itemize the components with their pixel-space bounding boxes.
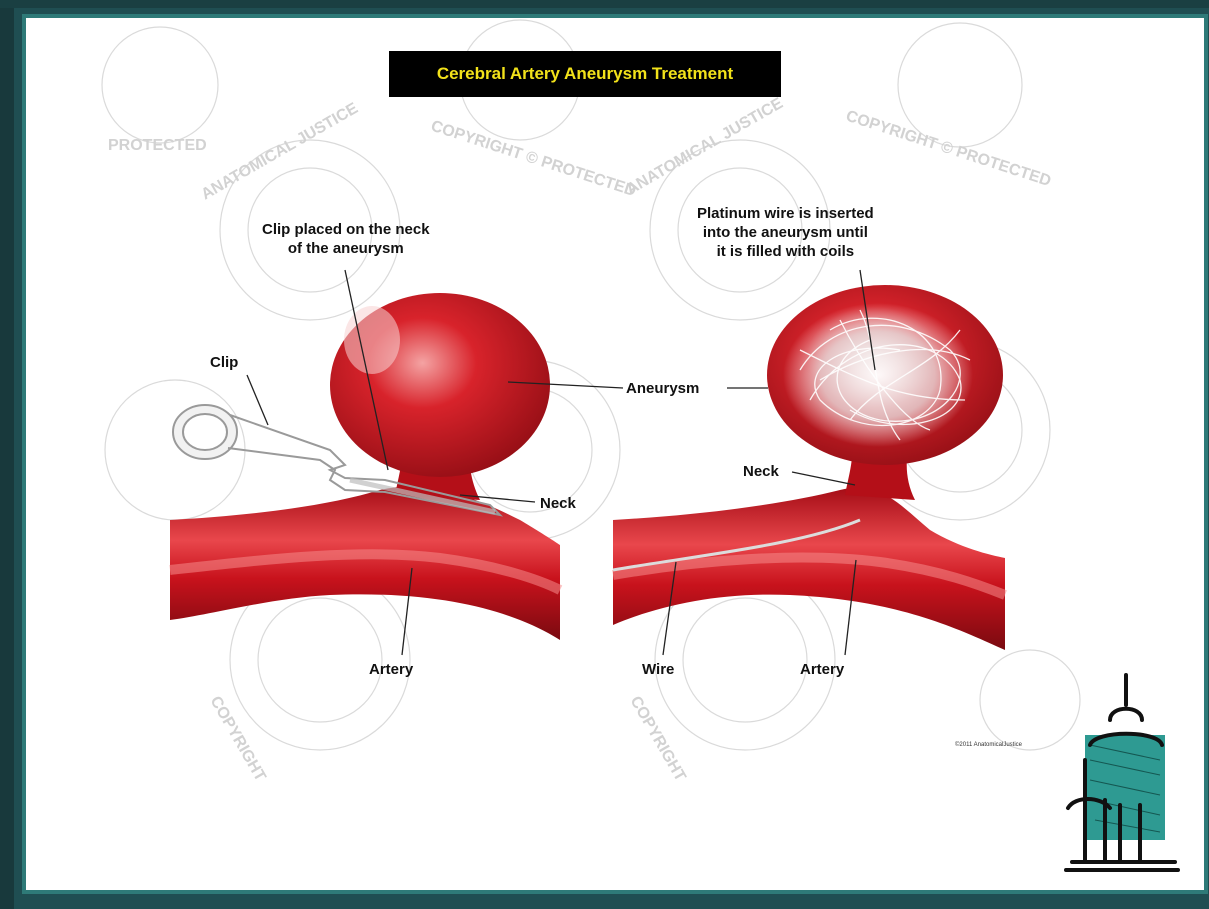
svg-text:COPYRIGHT: COPYRIGHT <box>627 694 689 785</box>
platinum-line2: into the aneurysm until <box>697 223 874 242</box>
svg-text:PROTECTED: PROTECTED <box>108 137 207 154</box>
svg-text:COPYRIGHT © PROTECTED: COPYRIGHT © PROTECTED <box>844 108 1053 190</box>
left-aneurysm <box>330 293 550 500</box>
neck-label-left: Neck <box>540 494 576 513</box>
logo <box>1066 675 1178 870</box>
svg-text:COPYRIGHT: COPYRIGHT <box>207 694 269 785</box>
aneurysm-label-left: Aneurysm <box>626 379 699 398</box>
copyright-credit: ©2011 AnatomicalJustice <box>955 742 1022 748</box>
svg-text:ANATOMICAL JUSTICE: ANATOMICAL JUSTICE <box>199 100 362 204</box>
svg-text:COPYRIGHT © PROTECTED: COPYRIGHT © PROTECTED <box>429 118 638 200</box>
clip-callout-line2: of the aneurysm <box>262 239 430 258</box>
clip-label: Clip <box>210 353 238 372</box>
title-banner: Cerebral Artery Aneurysm Treatment <box>389 51 781 97</box>
diagram-title: Cerebral Artery Aneurysm Treatment <box>437 64 733 84</box>
artery-label-left: Artery <box>369 660 413 679</box>
svg-text:ANATOMICAL JUSTICE: ANATOMICAL JUSTICE <box>624 95 787 199</box>
wire-label: Wire <box>642 660 674 679</box>
platinum-callout-label: Platinum wire is inserted into the aneur… <box>697 204 874 261</box>
clip-callout-label: Clip placed on the neck of the aneurysm <box>262 220 430 258</box>
clip-callout-line1: Clip placed on the neck <box>262 220 430 239</box>
right-artery <box>613 488 1005 650</box>
neck-label-right: Neck <box>743 462 779 481</box>
artery-label-right: Artery <box>800 660 844 679</box>
platinum-line3: it is filled with coils <box>697 242 874 261</box>
right-aneurysm <box>767 285 1003 500</box>
platinum-line1: Platinum wire is inserted <box>697 204 874 223</box>
